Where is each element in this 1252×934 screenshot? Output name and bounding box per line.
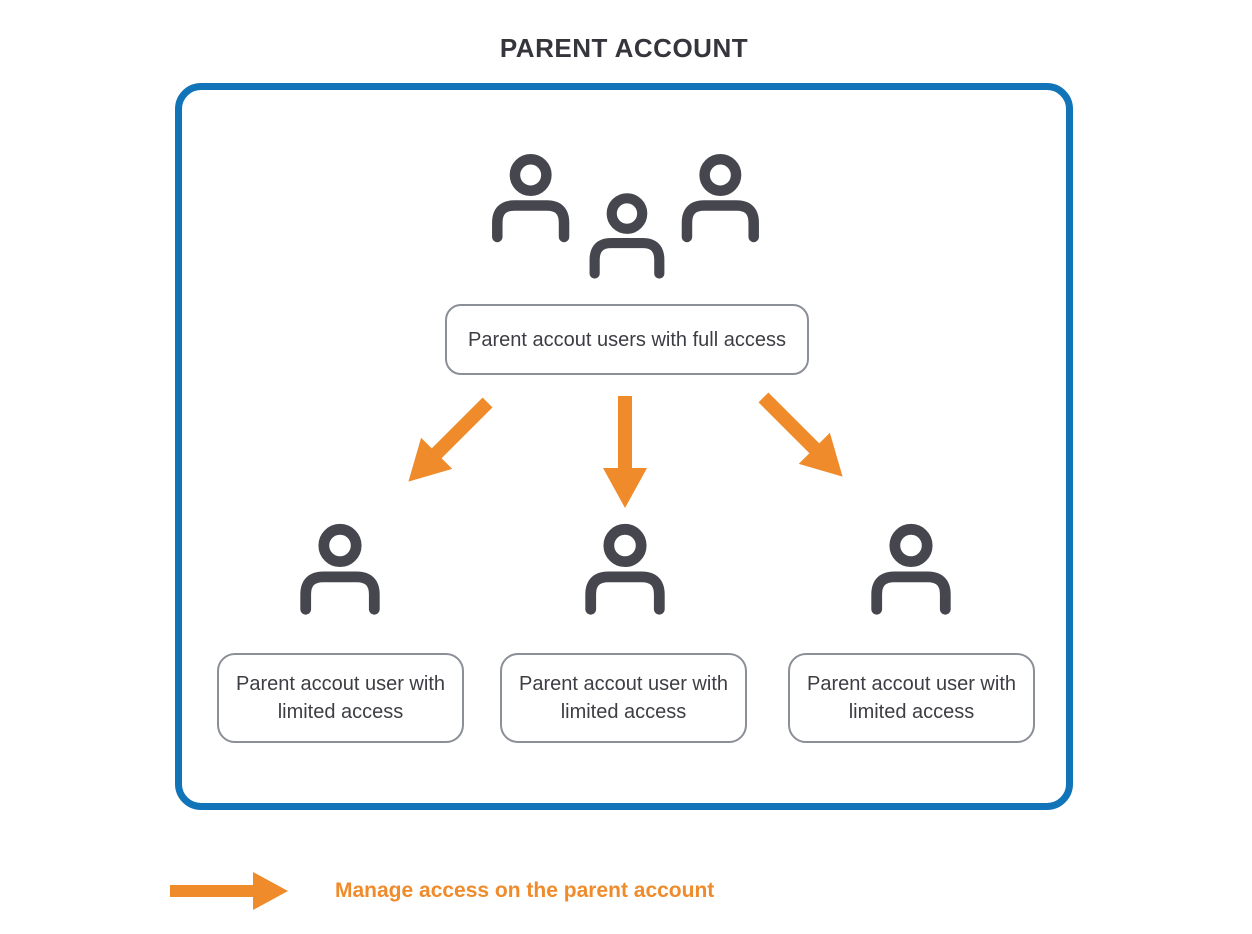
- limited-access-label: Parent accout user with limited access: [236, 673, 445, 723]
- limited-access-label-box: Parent accout user with limited access: [500, 653, 747, 743]
- user-icon: [576, 520, 674, 618]
- right-arrow-icon: [170, 872, 288, 910]
- legend-label: Manage access on the parent account: [335, 879, 715, 902]
- page-title: PARENT ACCOUNT: [499, 33, 749, 63]
- group-of-three-users-icon: [483, 148, 768, 291]
- full-access-label: Parent accout users with full access: [468, 328, 786, 351]
- limited-access-label: Parent accout user with limited access: [807, 673, 1016, 723]
- limited-access-label: Parent accout user with limited access: [519, 673, 728, 723]
- full-access-label-box: Parent accout users with full access: [445, 304, 809, 375]
- limited-access-label-box: Parent accout user with limited access: [788, 653, 1035, 743]
- user-icon: [291, 520, 389, 618]
- arrow-down-icon: [603, 396, 647, 508]
- limited-access-label-box: Parent accout user with limited access: [217, 653, 464, 743]
- legend: Manage access on the parent account: [170, 872, 714, 910]
- user-icon: [862, 520, 960, 618]
